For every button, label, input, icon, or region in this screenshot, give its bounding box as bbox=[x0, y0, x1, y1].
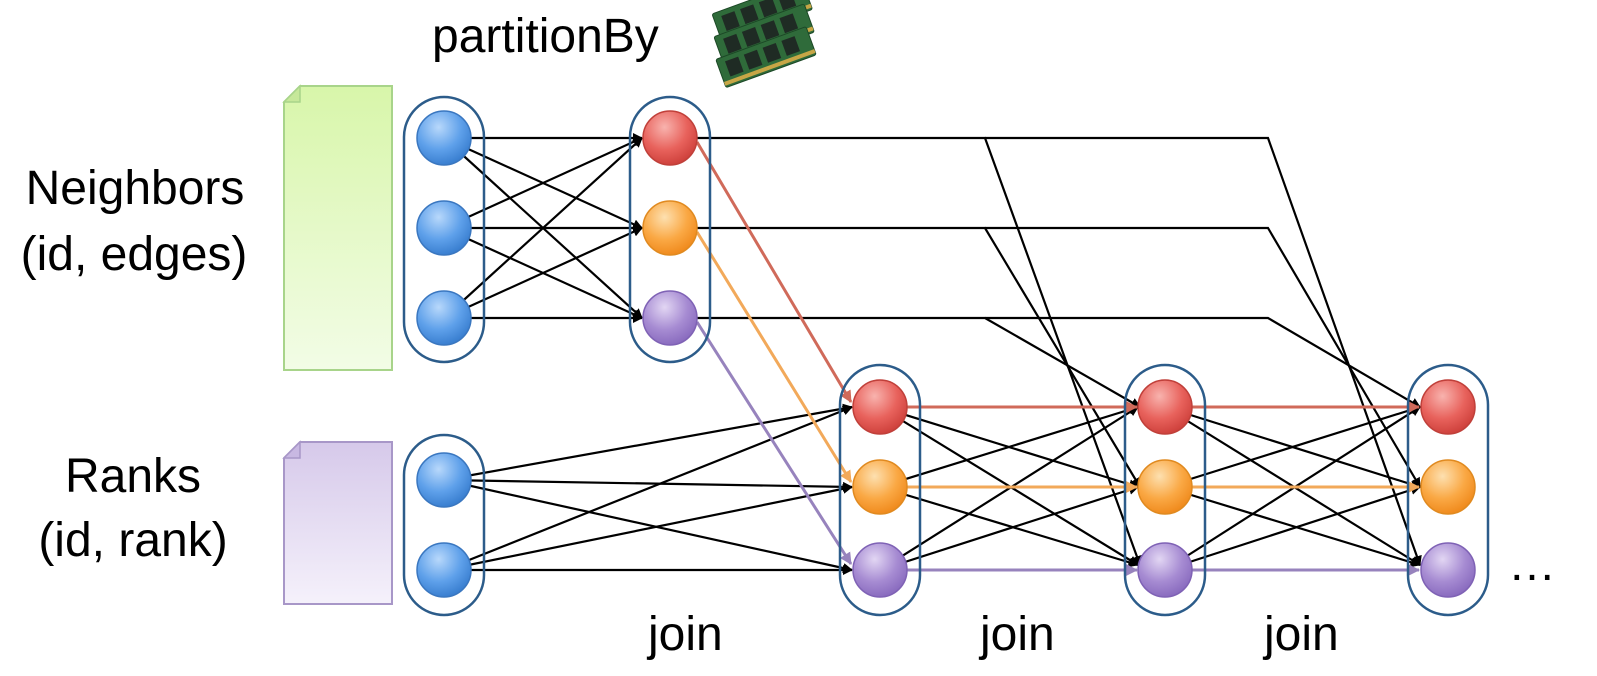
colored-edges bbox=[695, 141, 1420, 576]
join2-to-join3-edges bbox=[1164, 404, 1421, 572]
node-neighbors-1 bbox=[416, 110, 472, 166]
ranks-partition-capsule bbox=[402, 433, 486, 617]
join1-capsule bbox=[838, 363, 922, 617]
join-label-1: join bbox=[648, 608, 723, 661]
nodes bbox=[416, 110, 1476, 598]
join-label-3: join bbox=[1264, 608, 1339, 661]
memory-sticks-icon bbox=[712, 0, 817, 88]
node-partitioned-purple bbox=[642, 290, 698, 346]
partitionby-label: partitionBy bbox=[432, 10, 659, 63]
neighbors-title: Neighbors bbox=[25, 162, 245, 215]
node-neighbors-2 bbox=[416, 200, 472, 256]
node-join2-purple bbox=[1137, 542, 1193, 598]
neighbors-subtitle: (id, edges) bbox=[20, 228, 248, 281]
ellipsis-label: … bbox=[1508, 538, 1556, 591]
node-join3-purple bbox=[1420, 542, 1476, 598]
ranks-title: Ranks bbox=[64, 450, 202, 503]
partition-shuffle-edges bbox=[443, 133, 643, 323]
node-partitioned-orange bbox=[642, 200, 698, 256]
node-join3-orange bbox=[1420, 459, 1476, 515]
node-join1-red bbox=[852, 379, 908, 435]
node-join1-purple bbox=[852, 542, 908, 598]
join-label-2: join bbox=[980, 608, 1055, 661]
neighbors-document-icon bbox=[282, 84, 393, 371]
partitioned-capsule bbox=[628, 95, 712, 364]
node-ranks-1 bbox=[416, 452, 472, 508]
neighbors-partition-capsule bbox=[402, 95, 486, 364]
ranks-subtitle: (id, rank) bbox=[38, 514, 228, 567]
node-partitioned-red bbox=[642, 110, 698, 166]
join3-capsule bbox=[1406, 363, 1490, 617]
node-join1-orange bbox=[852, 459, 908, 515]
join2-capsule bbox=[1123, 363, 1207, 617]
node-neighbors-3 bbox=[416, 290, 472, 346]
node-join3-red bbox=[1420, 379, 1476, 435]
ranks-shuffle-edges bbox=[443, 403, 853, 575]
node-join2-red bbox=[1137, 379, 1193, 435]
node-ranks-2 bbox=[416, 542, 472, 598]
node-join2-orange bbox=[1137, 459, 1193, 515]
ranks-document-icon bbox=[282, 440, 393, 605]
capsules bbox=[402, 95, 1490, 617]
